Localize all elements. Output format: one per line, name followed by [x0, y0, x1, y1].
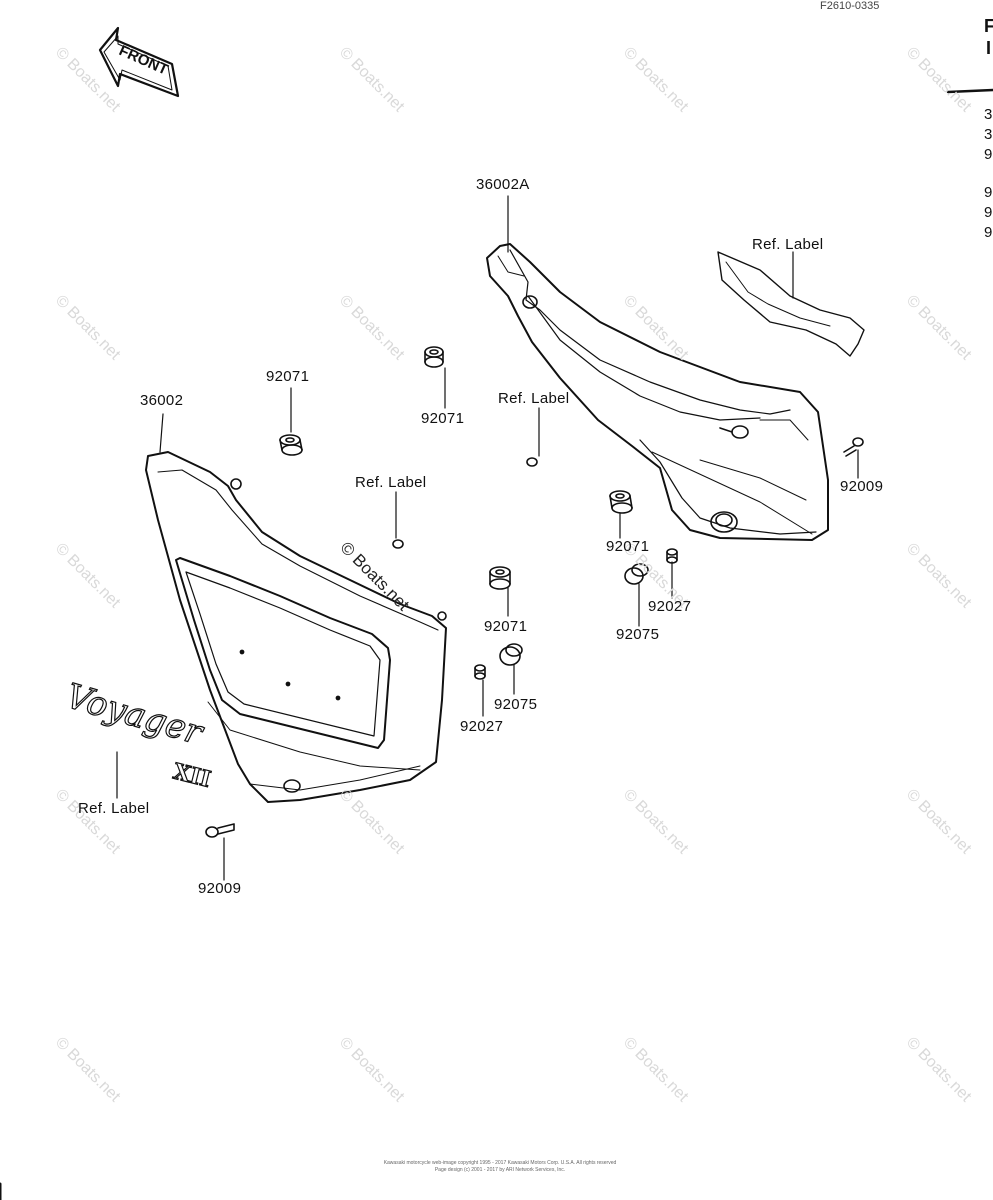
collar-icon: [624, 563, 649, 585]
ref-label: Ref. Label: [498, 390, 570, 407]
footer-copyright: Kawasaki motorcycle web-image copyright …: [383, 1160, 617, 1166]
part-label-92075: 92075: [616, 626, 660, 643]
grommet-icon: [279, 434, 303, 456]
part-label-92071: 92071: [484, 618, 528, 635]
part-label-92071: 92071: [606, 538, 650, 555]
footer-page-design: Page design (c) 2001 - 2017 by ARI Netwo…: [434, 1167, 566, 1173]
ref-label: Ref. Label: [355, 474, 427, 491]
edge-char: 3: [984, 106, 993, 123]
side-cover-left: [145, 451, 447, 803]
ref-label: Ref. Label: [78, 800, 150, 817]
edge-char: I: [986, 38, 992, 58]
edge-char: 9: [984, 204, 993, 221]
edge-char: 9: [984, 184, 993, 201]
front-arrow-icon: [98, 26, 180, 98]
ref-label: Ref. Label: [752, 236, 824, 253]
label-piece-icon: [392, 539, 404, 549]
side-cover-right: [486, 243, 829, 541]
bolt-icon: [205, 823, 235, 838]
part-label-92009: 92009: [198, 880, 242, 897]
edge-char: F: [984, 16, 993, 36]
grommet-icon: [489, 566, 511, 590]
part-label-36002: 36002: [140, 392, 184, 409]
edge-char: 3: [984, 126, 993, 143]
grommet-icon: [424, 346, 444, 368]
label-piece-icon: [526, 457, 538, 467]
emblem-right-icon: [717, 251, 865, 357]
part-label-36002a: 36002A: [476, 176, 530, 193]
part-label-92071: 92071: [266, 368, 310, 385]
emblem-left-text: Voyager: [62, 676, 209, 753]
part-label-92071: 92071: [421, 410, 465, 427]
edge-char: 9: [984, 224, 993, 241]
part-label-92027: 92027: [460, 718, 504, 735]
part-label-92027: 92027: [648, 598, 692, 615]
leader-lines: [116, 195, 859, 881]
emblem-left-numeral: XII: [171, 759, 214, 793]
diagram-code: F2610-0335: [820, 0, 880, 12]
bolt-icon: [843, 437, 864, 457]
part-label-92075: 92075: [494, 696, 538, 713]
edge-char: 9: [984, 146, 993, 163]
spacer-icon: [474, 664, 486, 680]
spacer-icon: [666, 548, 678, 564]
front-label: FRONT: [116, 42, 170, 79]
margin-rule: [946, 88, 993, 94]
collar-icon: [499, 643, 523, 666]
grommet-icon: [609, 490, 633, 514]
part-label-92009: 92009: [840, 478, 884, 495]
